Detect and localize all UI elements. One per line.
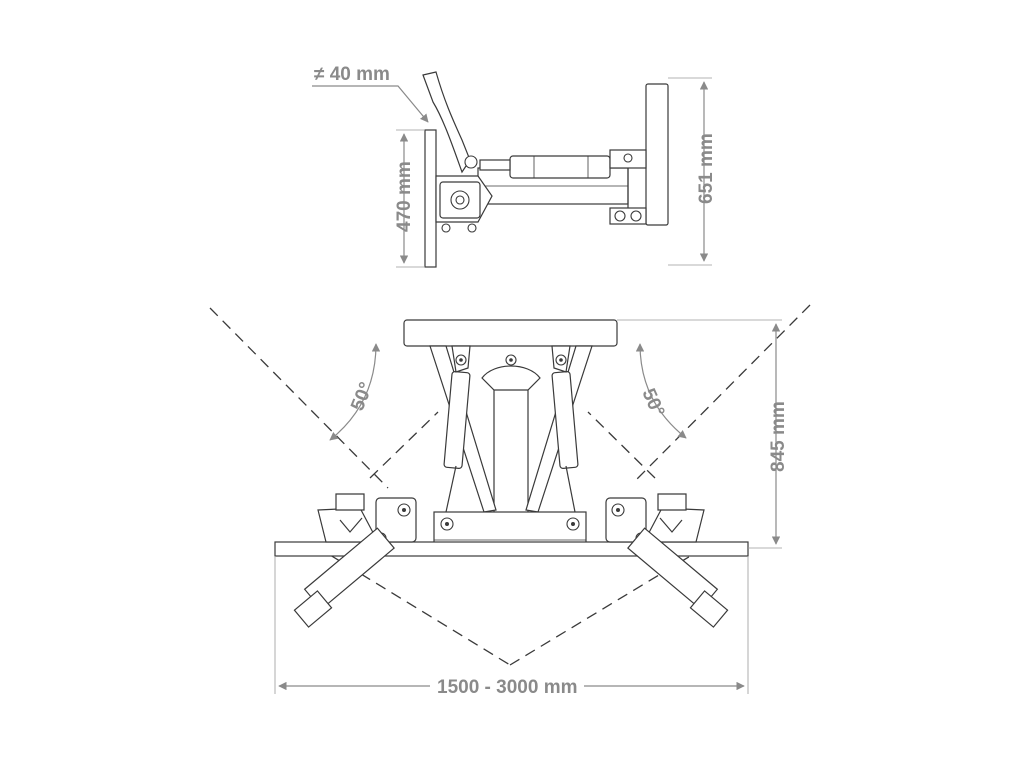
right-cylinder — [551, 371, 579, 469]
side-dimensions — [312, 77, 712, 268]
side-height-label: 470 mm — [394, 161, 415, 232]
blade-side — [645, 83, 669, 226]
top-dimensions — [274, 319, 782, 694]
mounting-plate-top — [403, 319, 618, 347]
blade-thickness-label: ≠ 40 mm — [314, 64, 390, 85]
top-height-label: 845 mm — [768, 401, 789, 472]
swing-line-left-outer — [209, 307, 389, 489]
hydraulic-cylinder — [509, 155, 611, 179]
angle-arc-left — [329, 343, 381, 441]
swing-line-right-outer — [635, 304, 811, 481]
side-view — [422, 71, 669, 268]
total-height-label: 651 mm — [696, 133, 717, 204]
top-view — [209, 304, 811, 666]
angle-arc-right — [635, 343, 687, 439]
width-range-label: 1500 - 3000 mm — [437, 677, 578, 698]
right-wing — [605, 493, 729, 628]
left-wing — [293, 493, 417, 628]
angle-left-label: 50° — [347, 379, 377, 414]
left-cylinder — [443, 371, 471, 469]
mounting-plate — [424, 129, 437, 268]
